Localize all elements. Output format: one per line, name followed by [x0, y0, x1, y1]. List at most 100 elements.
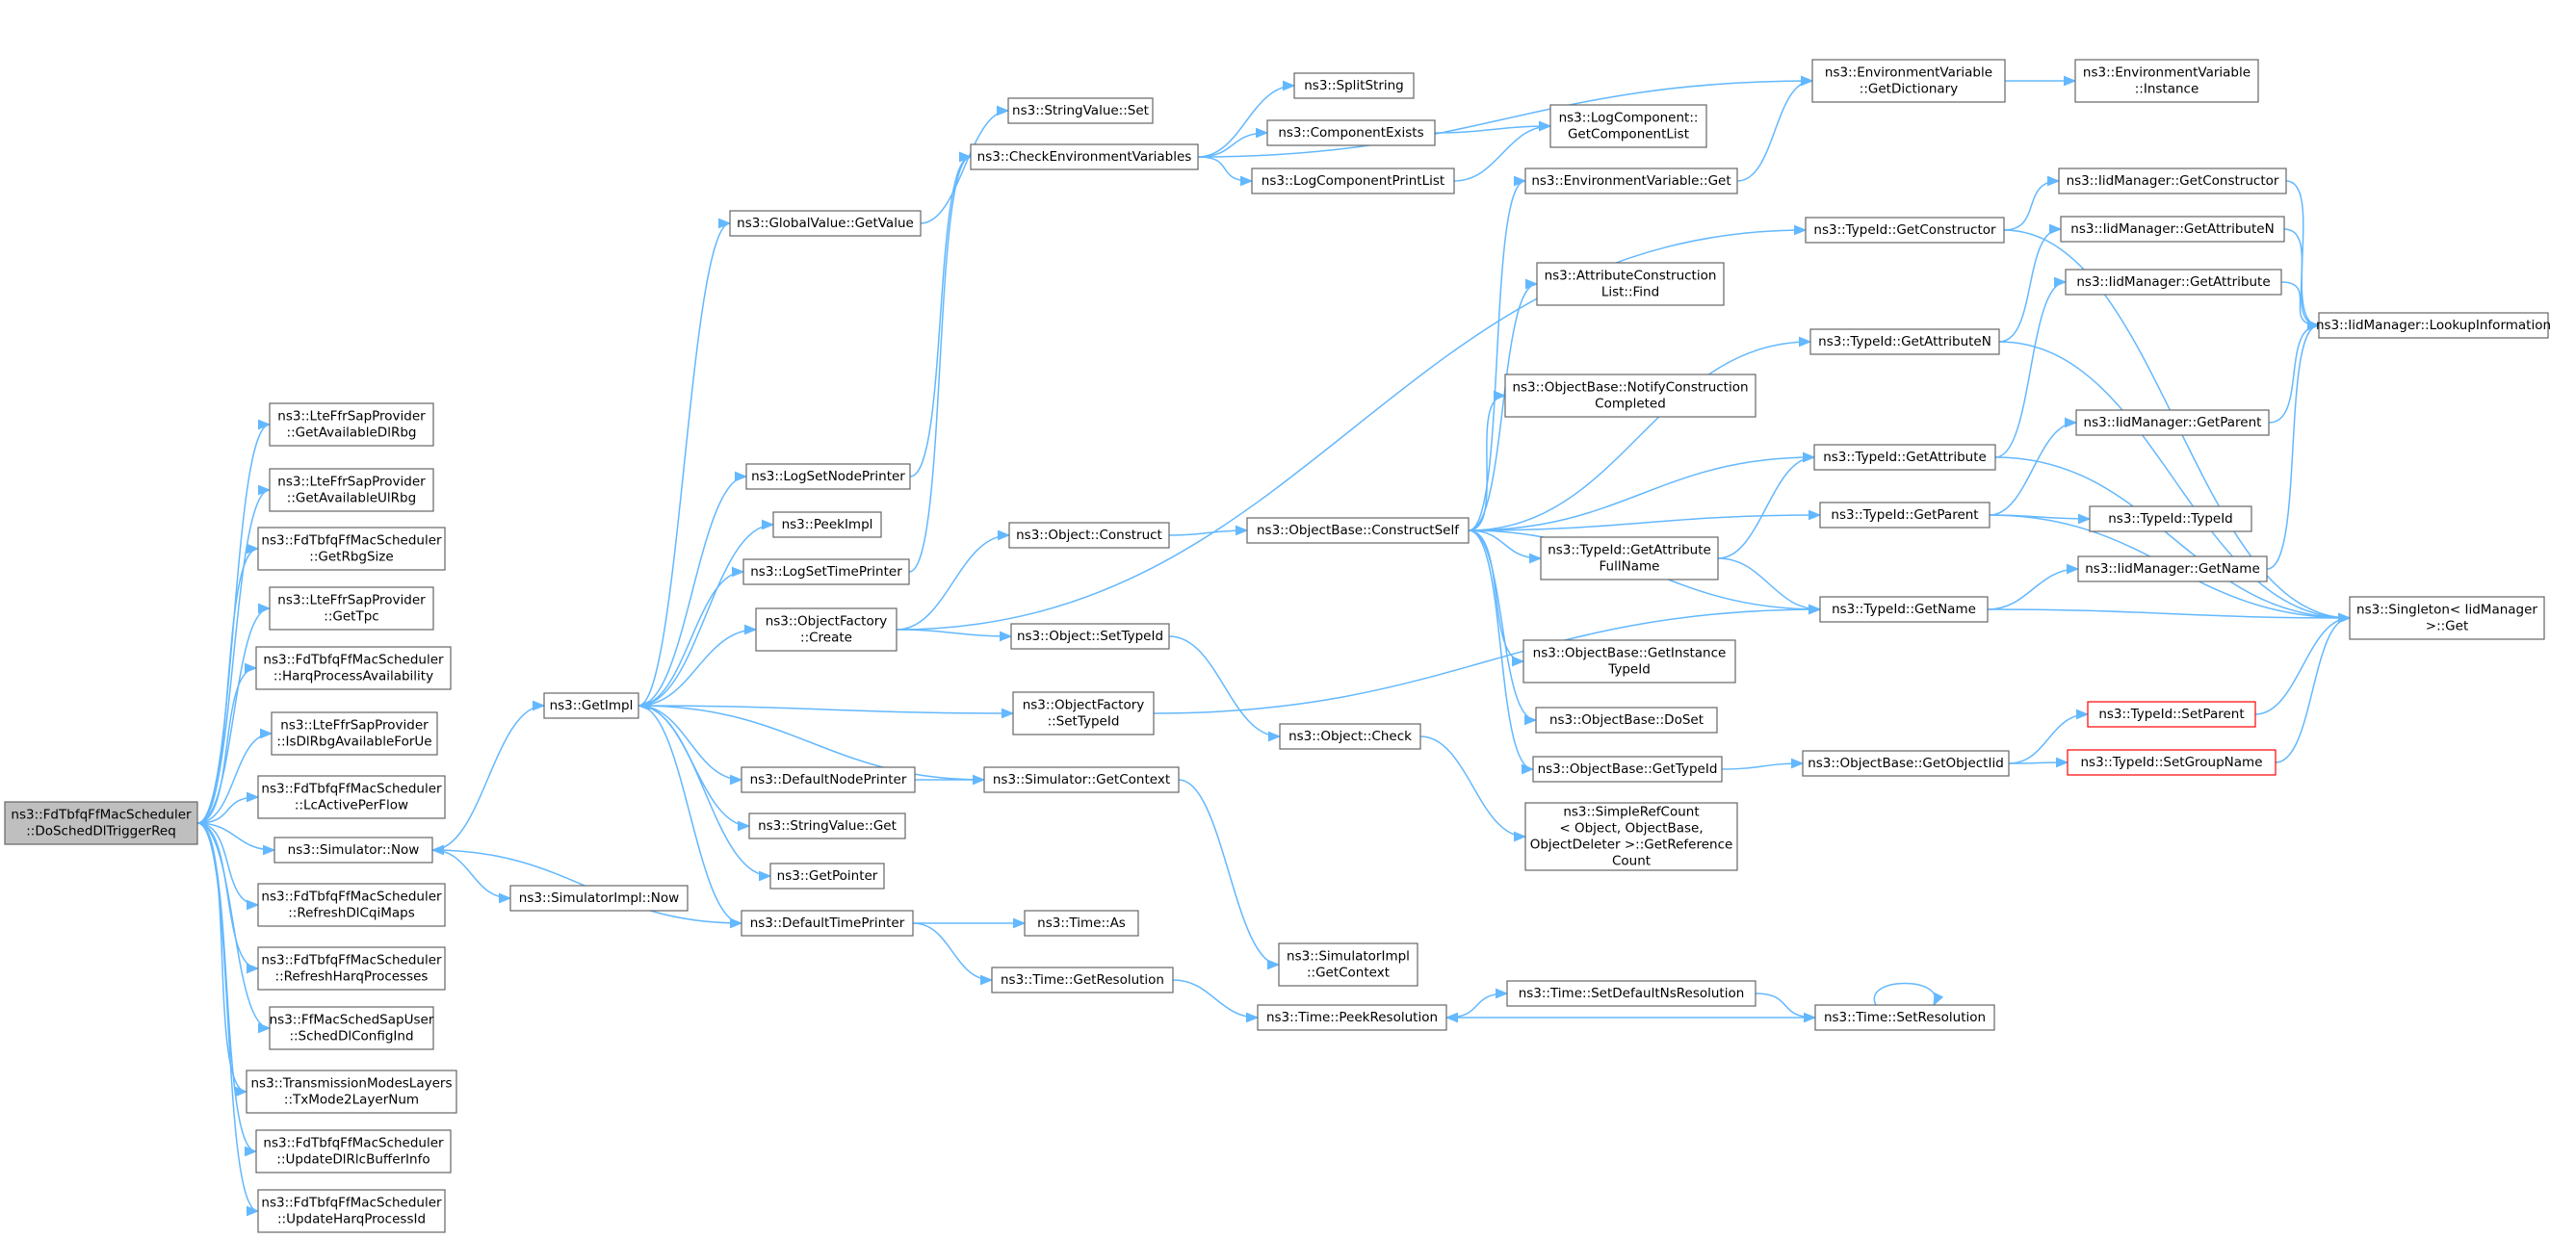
node-obgoi[interactable]: ns3::ObjectBase::GetObjectIid [1802, 750, 2010, 777]
node-dnp[interactable]: ns3::DefaultNodePrinter [741, 766, 916, 793]
node-iidgan[interactable]: ns3::IidManager::GetAttributeN [2060, 216, 2285, 243]
node-box-n6[interactable] [271, 711, 438, 756]
node-n10[interactable]: ns3::FdTbfqFfMacScheduler::RefreshHarqPr… [257, 946, 446, 991]
node-tidgan[interactable]: ns3::TypeId::GetAttributeN [1809, 328, 2000, 355]
node-ofsettid[interactable]: ns3::ObjectFactory::SetTypeId [1012, 691, 1155, 735]
node-n13[interactable]: ns3::FdTbfqFfMacScheduler::UpdateDlRlcBu… [255, 1129, 452, 1174]
node-box-simimplnow[interactable] [509, 885, 689, 912]
node-box-timeas[interactable] [1024, 910, 1139, 937]
node-iidga[interactable]: ns3::IidManager::GetAttribute [2065, 269, 2282, 296]
node-n11[interactable]: ns3::FfMacSchedSapUser::SchedDlConfigInd [269, 1006, 434, 1050]
node-timepeek[interactable]: ns3::Time::PeekResolution [1257, 1004, 1447, 1031]
node-objcheck[interactable]: ns3::Object::Check [1279, 723, 1421, 750]
node-box-n3[interactable] [257, 527, 446, 571]
node-evdict[interactable]: ns3::EnvironmentVariable::GetDictionary [1811, 59, 2006, 103]
node-simimplnow[interactable]: ns3::SimulatorImpl::Now [509, 885, 689, 912]
node-lsnp[interactable]: ns3::LogSetNodePrinter [745, 463, 911, 490]
node-simnow[interactable]: ns3::Simulator::Now [273, 837, 433, 864]
node-tidga[interactable]: ns3::TypeId::GetAttribute [1813, 444, 1996, 471]
node-box-evget[interactable] [1524, 168, 1738, 194]
node-box-srcget[interactable] [1524, 802, 1738, 871]
node-box-n1[interactable] [269, 402, 434, 447]
node-timesetres[interactable]: ns3::Time::SetResolution [1814, 1004, 1995, 1031]
node-n5[interactable]: ns3::FdTbfqFfMacScheduler::HarqProcessAv… [255, 646, 452, 690]
node-box-n2[interactable] [269, 468, 434, 512]
node-timegetres[interactable]: ns3::Time::GetResolution [991, 967, 1174, 993]
node-box-tidga[interactable] [1813, 444, 1996, 471]
node-box-n13[interactable] [255, 1129, 452, 1174]
node-box-n14[interactable] [257, 1189, 446, 1233]
node-box-tidsp[interactable] [2087, 701, 2256, 728]
node-box-timegetres[interactable] [991, 967, 1174, 993]
node-box-obnotify[interactable] [1504, 374, 1756, 418]
node-box-n9[interactable] [257, 883, 446, 927]
node-n6[interactable]: ns3::LteFfrSapProvider::IsDlRbgAvailable… [271, 711, 438, 756]
node-box-evinst[interactable] [2074, 59, 2259, 103]
node-peek[interactable]: ns3::PeekImpl [772, 511, 882, 538]
node-iidlookup[interactable]: ns3::IidManager::LookupInformation [2316, 312, 2551, 339]
node-box-compexists[interactable] [1266, 119, 1436, 146]
node-box-n7[interactable] [257, 775, 446, 819]
node-box-gvget[interactable] [729, 210, 922, 237]
node-box-timesetdef[interactable] [1506, 980, 1756, 1007]
node-box-iidgc[interactable] [2058, 168, 2287, 194]
node-lcgcl[interactable]: ns3::LogComponent::GetComponentList [1549, 104, 1707, 148]
node-timeas[interactable]: ns3::Time::As [1024, 910, 1139, 937]
node-getimpl[interactable]: ns3::GetImpl [543, 692, 639, 719]
node-evinst[interactable]: ns3::EnvironmentVariable::Instance [2074, 59, 2259, 103]
node-box-acfind[interactable] [1536, 262, 1725, 306]
node-box-cev[interactable] [970, 143, 1199, 170]
node-tidgc[interactable]: ns3::TypeId::GetConstructor [1805, 217, 2005, 244]
node-box-tidgn[interactable] [1819, 596, 1989, 623]
node-box-n4[interactable] [269, 586, 434, 631]
node-box-obcs[interactable] [1246, 517, 1470, 544]
node-box-svget[interactable] [748, 812, 906, 839]
node-objconstruct[interactable]: ns3::Object::Construct [1008, 522, 1170, 549]
node-box-split[interactable] [1293, 72, 1415, 99]
node-n7[interactable]: ns3::FdTbfqFfMacScheduler::LcActivePerFl… [257, 775, 446, 819]
node-n12[interactable]: ns3::TransmissionModesLayers::TxMode2Lay… [246, 1070, 457, 1114]
node-box-obgettid[interactable] [1532, 756, 1723, 783]
node-lcpl[interactable]: ns3::LogComponentPrintList [1251, 168, 1455, 194]
node-iidgn[interactable]: ns3::IidManager::GetName [2077, 555, 2268, 582]
node-simimplctx[interactable]: ns3::SimulatorImpl::GetContext [1278, 942, 1418, 987]
node-box-lcgcl[interactable] [1549, 104, 1707, 148]
node-box-lstp[interactable] [742, 558, 910, 585]
node-compexists[interactable]: ns3::ComponentExists [1266, 119, 1436, 146]
node-box-obgit[interactable] [1522, 639, 1736, 683]
node-box-lcpl[interactable] [1251, 168, 1455, 194]
node-obnotify[interactable]: ns3::ObjectBase::NotifyConstructionCompl… [1504, 374, 1756, 418]
node-n9[interactable]: ns3::FdTbfqFfMacScheduler::RefreshDlCqiM… [257, 883, 446, 927]
node-box-tidgafn[interactable] [1540, 536, 1719, 580]
node-box-iidga[interactable] [2065, 269, 2282, 296]
node-box-singleton[interactable] [2349, 596, 2545, 640]
node-box-timepeek[interactable] [1257, 1004, 1447, 1031]
node-root[interactable]: ns3::FdTbfqFfMacScheduler::DoSchedDlTrig… [4, 801, 198, 845]
node-tidsgn[interactable]: ns3::TypeId::SetGroupName [2067, 749, 2277, 776]
node-obcs[interactable]: ns3::ObjectBase::ConstructSelf [1246, 517, 1470, 544]
node-evget[interactable]: ns3::EnvironmentVariable::Get [1524, 168, 1738, 194]
node-box-dtp[interactable] [741, 910, 914, 937]
node-ofcreate[interactable]: ns3::ObjectFactory::Create [755, 607, 898, 652]
node-getptr[interactable]: ns3::GetPointer [769, 863, 885, 890]
node-box-peek[interactable] [772, 511, 882, 538]
node-box-evdict[interactable] [1811, 59, 2006, 103]
node-obgettid[interactable]: ns3::ObjectBase::GetTypeId [1532, 756, 1723, 783]
node-n4[interactable]: ns3::LteFfrSapProvider::GetTpc [269, 586, 434, 631]
node-box-iidgp[interactable] [2075, 409, 2270, 436]
node-n2[interactable]: ns3::LteFfrSapProvider::GetAvailableUlRb… [269, 468, 434, 512]
node-gvget[interactable]: ns3::GlobalValue::GetValue [729, 210, 922, 237]
node-tidtid[interactable]: ns3::TypeId::TypeId [2089, 505, 2252, 532]
node-lstp[interactable]: ns3::LogSetTimePrinter [742, 558, 910, 585]
node-svset[interactable]: ns3::StringValue::Set [1007, 97, 1154, 124]
node-box-tidsgn[interactable] [2067, 749, 2277, 776]
node-box-tidgp[interactable] [1819, 502, 1991, 529]
node-timesetdef[interactable]: ns3::Time::SetDefaultNsResolution [1506, 980, 1756, 1007]
node-objsettid[interactable]: ns3::Object::SetTypeId [1010, 623, 1170, 650]
node-box-simimplctx[interactable] [1278, 942, 1418, 987]
node-n14[interactable]: ns3::FdTbfqFfMacScheduler::UpdateHarqPro… [257, 1189, 446, 1233]
node-box-getimpl[interactable] [543, 692, 639, 719]
node-iidgc[interactable]: ns3::IidManager::GetConstructor [2058, 168, 2287, 194]
